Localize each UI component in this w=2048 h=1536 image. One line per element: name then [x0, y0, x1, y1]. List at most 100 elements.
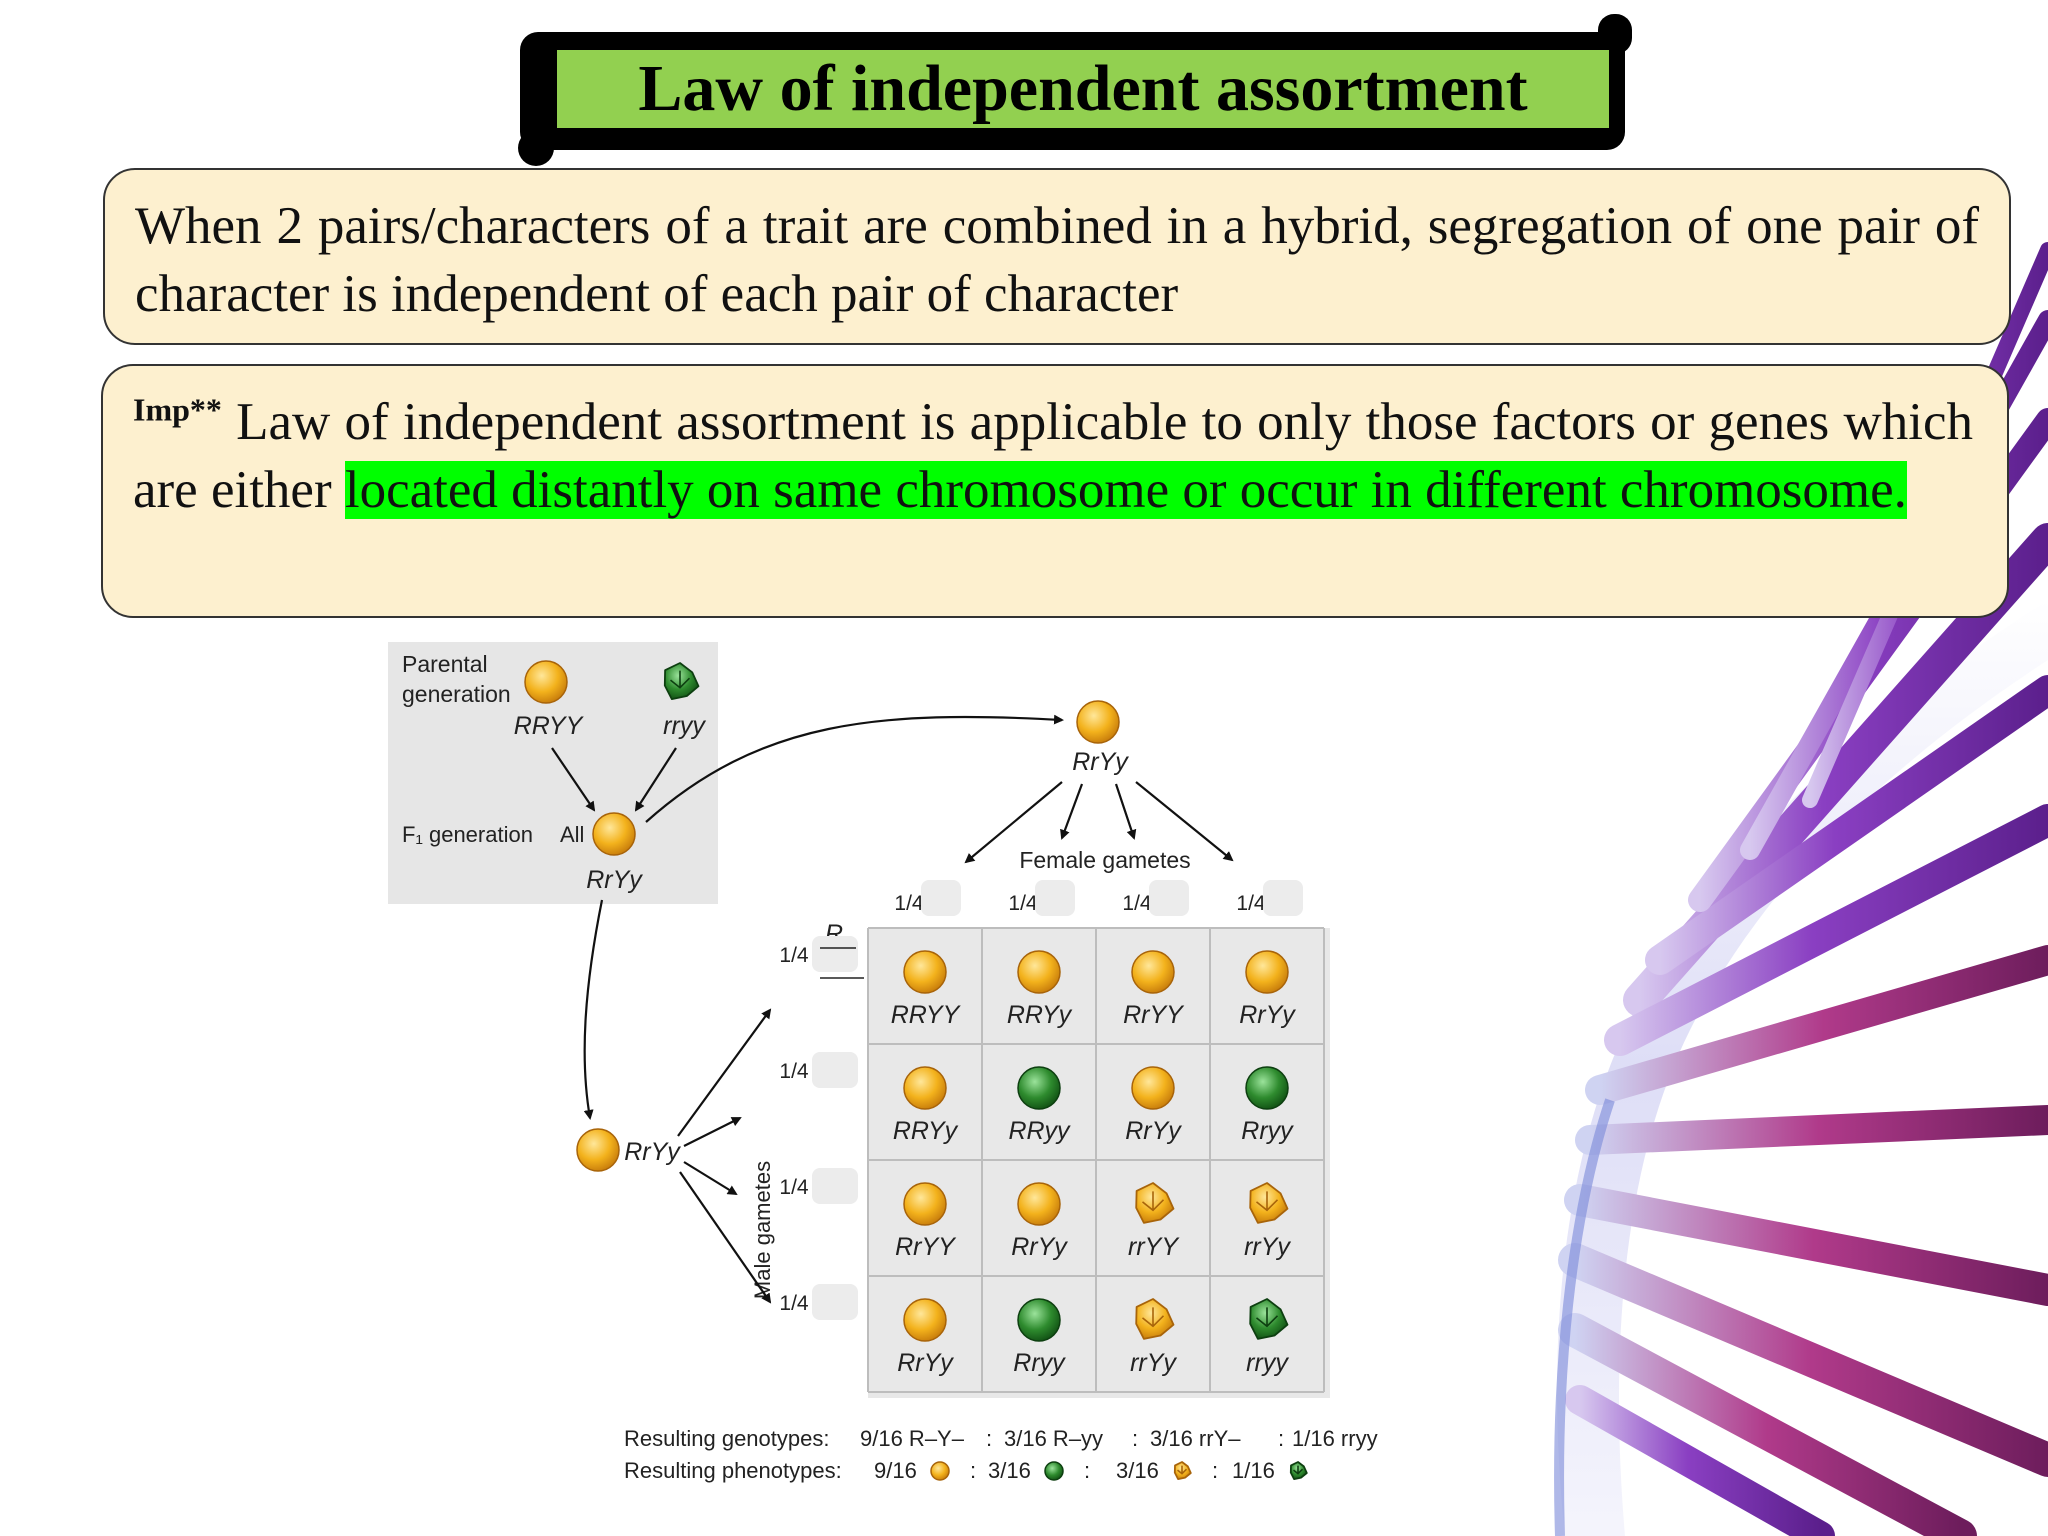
female-gamete-chip	[1035, 880, 1075, 916]
male-gamete-arrow	[683, 1117, 742, 1147]
title-banner: Law of independent assortment	[553, 46, 1613, 132]
male-gamete-fraction: 1/4	[779, 1060, 809, 1083]
male-gamete-arrow	[683, 1161, 738, 1196]
parental-generation-label: Parental	[402, 651, 488, 677]
cell-genotype: RrYY	[1123, 1001, 1185, 1029]
cell-seed-0-3	[1245, 950, 1289, 994]
phenotype-seed-icon-fold	[1293, 1465, 1304, 1475]
cell-genotype: rrYy	[1130, 1349, 1177, 1377]
ratio-separator: :	[970, 1458, 976, 1483]
phenotype-seed-icon-fold	[1177, 1465, 1188, 1475]
cell-seed-2-2	[1135, 1182, 1175, 1224]
cell-seed-0-2	[1131, 950, 1175, 994]
cell-genotype: rrYy	[1244, 1233, 1291, 1261]
phenotype-ratio: 9/16	[874, 1458, 917, 1483]
female-gamete-fraction: 1/4	[894, 892, 924, 915]
female-gametes-label: Female gametes	[1019, 847, 1190, 873]
genotype-ratio: 1/16 rryy	[1292, 1426, 1378, 1451]
highlighted-condition: located distantly on same chromosome or …	[344, 461, 1907, 519]
important-note-box: Imp** Law of independent assortment is a…	[101, 364, 2009, 618]
female-gamete-arrow	[1060, 783, 1084, 840]
male-gamete-chip	[812, 1052, 858, 1088]
female-gamete-fraction: 1/4	[1236, 892, 1266, 915]
cell-seed-2-3-fold	[1256, 1191, 1279, 1212]
cell-seed-2-3	[1249, 1182, 1289, 1224]
cell-seed-3-0	[903, 1298, 947, 1342]
cell-seed-1-1	[1017, 1066, 1061, 1110]
cell-genotype: rrYY	[1128, 1233, 1180, 1261]
female-gamete-fraction: 1/4	[1008, 892, 1038, 915]
genotype-ratio: 9/16 R–Y–	[860, 1426, 965, 1451]
female-parent-genotype: RrYy	[1072, 748, 1129, 776]
cell-seed-2-1	[1017, 1182, 1061, 1226]
cell-genotype: RRYy	[893, 1117, 959, 1145]
f1-to-female-arrow	[645, 714, 1064, 823]
female-gamete-arrow	[1114, 783, 1137, 840]
cell-seed-1-2	[1131, 1066, 1175, 1110]
cell-seed-1-3	[1245, 1066, 1289, 1110]
ratio-separator: :	[986, 1426, 992, 1451]
resulting-genotypes-label: Resulting genotypes:	[624, 1426, 829, 1451]
phenotype-ratio: 3/16	[1116, 1458, 1159, 1483]
f1-all-label: All	[560, 822, 584, 847]
parent2-genotype: rryy	[663, 712, 706, 740]
parent1-genotype: RRYY	[514, 712, 585, 740]
genotype-ratio: 3/16 R–yy	[1004, 1426, 1103, 1451]
male-parent-genotype: RrYy	[624, 1138, 681, 1166]
cell-genotype: RrYy	[1011, 1233, 1068, 1261]
page-title: Law of independent assortment	[638, 52, 1528, 125]
ratio-separator: :	[1278, 1426, 1284, 1451]
cell-genotype: Rryy	[1013, 1349, 1066, 1377]
cell-seed-2-0	[903, 1182, 947, 1226]
male-gamete-arrow	[677, 1008, 772, 1137]
f1-generation-label: F₁ generation	[402, 822, 533, 847]
cell-seed-3-3-fold	[1256, 1307, 1279, 1328]
phenotype-ratio: 3/16	[988, 1458, 1031, 1483]
parent2-seed-fold	[670, 670, 691, 689]
cell-genotype: RrYy	[1239, 1001, 1296, 1029]
important-prefix: Imp**	[133, 391, 222, 428]
f1-seed	[592, 812, 636, 856]
male-gamete-chip	[812, 1168, 858, 1204]
ratio-separator: :	[1212, 1458, 1218, 1483]
cell-genotype: Rryy	[1241, 1117, 1294, 1145]
male-gamete-fraction: 1/4	[779, 1176, 809, 1199]
parent1-seed	[524, 660, 568, 704]
definition-box: When 2 pairs/characters of a trait are c…	[103, 168, 2011, 345]
ratio-separator: :	[1132, 1426, 1138, 1451]
female-gamete-chip	[1263, 880, 1303, 916]
male-parent-seed	[576, 1128, 620, 1172]
cell-genotype: RRYy	[1007, 1001, 1073, 1029]
cell-seed-0-1	[1017, 950, 1061, 994]
parent2-arrow	[634, 747, 677, 812]
cell-seed-3-2	[1135, 1298, 1175, 1340]
female-gamete-arrow	[964, 781, 1063, 864]
cell-seed-1-0	[903, 1066, 947, 1110]
parental-generation-label: generation	[402, 681, 511, 707]
f1-genotype: RrYy	[586, 866, 643, 894]
female-gamete-chip	[1149, 880, 1189, 916]
cell-genotype: RRYY	[891, 1001, 962, 1029]
cell-genotype: RrYy	[897, 1349, 954, 1377]
male-gamete-arrow	[679, 1171, 772, 1304]
phenotype-ratio: 1/16	[1232, 1458, 1275, 1483]
resulting-phenotypes-label: Resulting phenotypes:	[624, 1458, 842, 1483]
parent1-arrow	[551, 747, 596, 812]
cell-seed-0-0	[903, 950, 947, 994]
phenotype-seed-icon	[930, 1461, 950, 1481]
male-gametes-label: Male gametes	[750, 1161, 775, 1299]
female-gamete-arrow	[1135, 781, 1234, 862]
cell-genotype: rryy	[1246, 1349, 1289, 1377]
phenotype-seed-icon	[1044, 1461, 1064, 1481]
female-gamete-chip	[921, 880, 961, 916]
female-parent-seed	[1076, 700, 1120, 744]
male-gamete-fraction: 1/4	[779, 1292, 809, 1315]
definition-text: When 2 pairs/characters of a trait are c…	[135, 197, 1979, 323]
cell-seed-3-2-fold	[1142, 1307, 1165, 1328]
cell-seed-2-2-fold	[1142, 1191, 1165, 1212]
cell-seed-3-3	[1249, 1298, 1289, 1340]
ratio-separator: :	[1084, 1458, 1090, 1483]
important-text: Law of independent assortment is applica…	[133, 393, 1973, 519]
cell-genotype: RRyy	[1008, 1117, 1071, 1145]
